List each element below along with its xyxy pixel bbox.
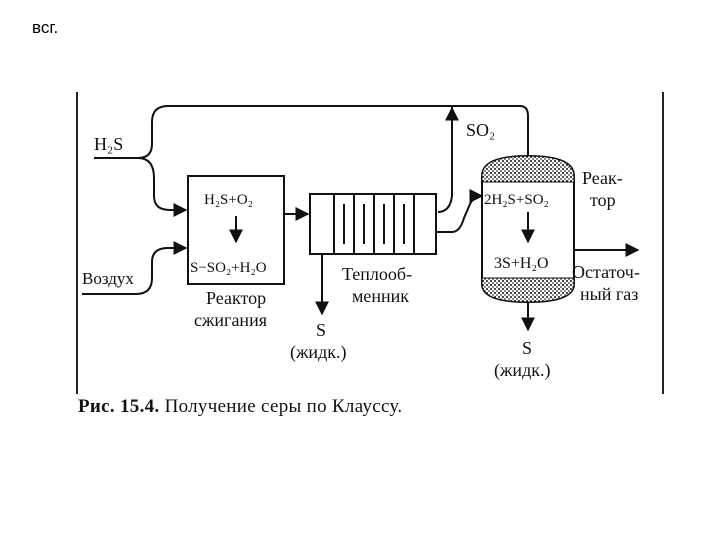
heat-exchanger-label-2: менник [352,286,409,306]
h2s-input-label: H₂S [94,134,123,154]
heat-exchanger-label-1: Теплооб- [342,264,412,284]
claus-reactor-catalyst-bottom [481,277,575,303]
h2s-to-combustion-line [137,157,188,217]
claus-process-figure: H₂S SO₂ Воздух H₂S+O₂ S−SO₂+H₂O Реактор … [76,92,664,394]
combustion-reactor-label-1: Реактор [206,288,266,308]
claus-reactor-label-2: тор [590,190,616,210]
combustion-reaction-bottom: S−SO₂+H₂O [190,260,267,276]
air-input-label: Воздух [82,269,134,288]
combustion-reaction-top: H₂S+O₂ [204,192,253,208]
slide-header-text: всг. [32,18,59,37]
so2-label: SO₂ [466,120,495,140]
so2-branch-line [437,106,453,213]
figure-caption-number: Рис. 15.4. [78,396,160,417]
exchanger-to-reactor-line [436,189,484,233]
sulfur-outlet-1-state: (жидк.) [290,342,346,363]
sulfur-outlet-1-symbol: S [316,320,326,340]
tail-gas-label-1: Остаточ- [572,262,640,282]
heat-exchanger-tubes [333,194,415,254]
air-input-line [82,241,188,295]
sulfur-outlet-2-state: (жидк.) [494,360,550,381]
figure-caption: Рис. 15.4. Получение серы по Клауссу. [78,396,402,418]
claus-reaction-top: 2H₂S+SO₂ [484,192,549,208]
process-flow-diagram: H₂S SO₂ Воздух H₂S+O₂ S−SO₂+H₂O Реактор … [82,105,640,381]
claus-reactor-catalyst-top [481,155,575,183]
h2s-top-bypass-line [450,105,535,170]
figure-caption-text: Получение серы по Клауссу. [164,396,403,417]
tail-gas-label-2: ный газ [580,284,638,304]
sulfur-outlet-2-symbol: S [522,338,532,358]
combustion-reactor-label-2: сжигания [194,310,267,330]
claus-reactor-label-1: Реак- [582,168,623,188]
h2s-input-line [94,105,450,159]
claus-reaction-bottom: 3S+H₂O [494,255,549,272]
